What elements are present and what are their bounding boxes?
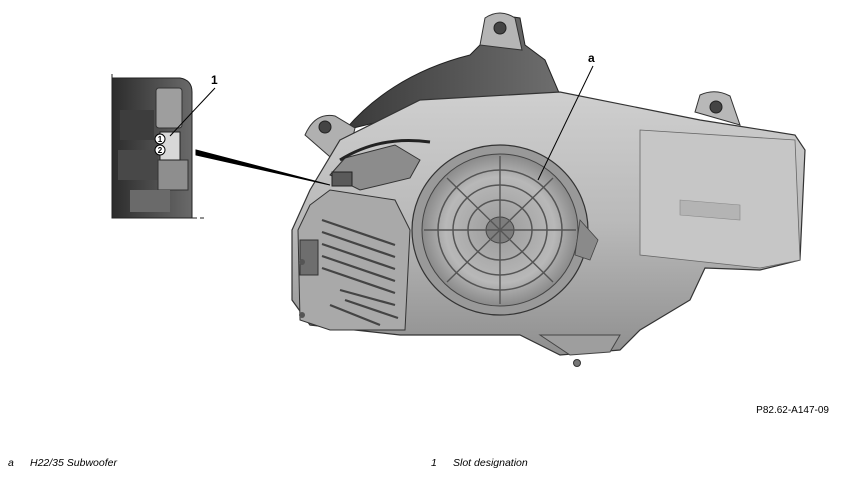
slot-label-2: 2 bbox=[158, 146, 163, 155]
legend-text: Slot designation bbox=[453, 457, 528, 469]
callout-1-label: 1 bbox=[211, 73, 218, 87]
legend-text: H22/35 Subwoofer bbox=[30, 457, 117, 469]
connector-area bbox=[329, 138, 431, 191]
callout-a-label: a bbox=[588, 51, 595, 65]
subwoofer-diagram: 1 2 1 a bbox=[111, 12, 806, 367]
inset-leader-line bbox=[195, 149, 331, 186]
amplifier-block bbox=[297, 189, 411, 331]
subwoofer-speaker bbox=[411, 144, 599, 316]
subwoofer-housing bbox=[291, 12, 806, 367]
legend-item-a: a H22/35 Subwoofer bbox=[8, 457, 117, 469]
figure-code: P82.62-A147-09 bbox=[756, 405, 829, 416]
legend-key: a bbox=[8, 457, 14, 469]
detail-inset: 1 2 bbox=[111, 74, 204, 219]
callout-1-leader bbox=[169, 87, 216, 137]
legend-item-1: 1 Slot designation bbox=[431, 457, 528, 469]
slot-label-1: 1 bbox=[158, 135, 163, 144]
callout-a-leader bbox=[537, 65, 594, 181]
legend-key: 1 bbox=[431, 457, 437, 469]
